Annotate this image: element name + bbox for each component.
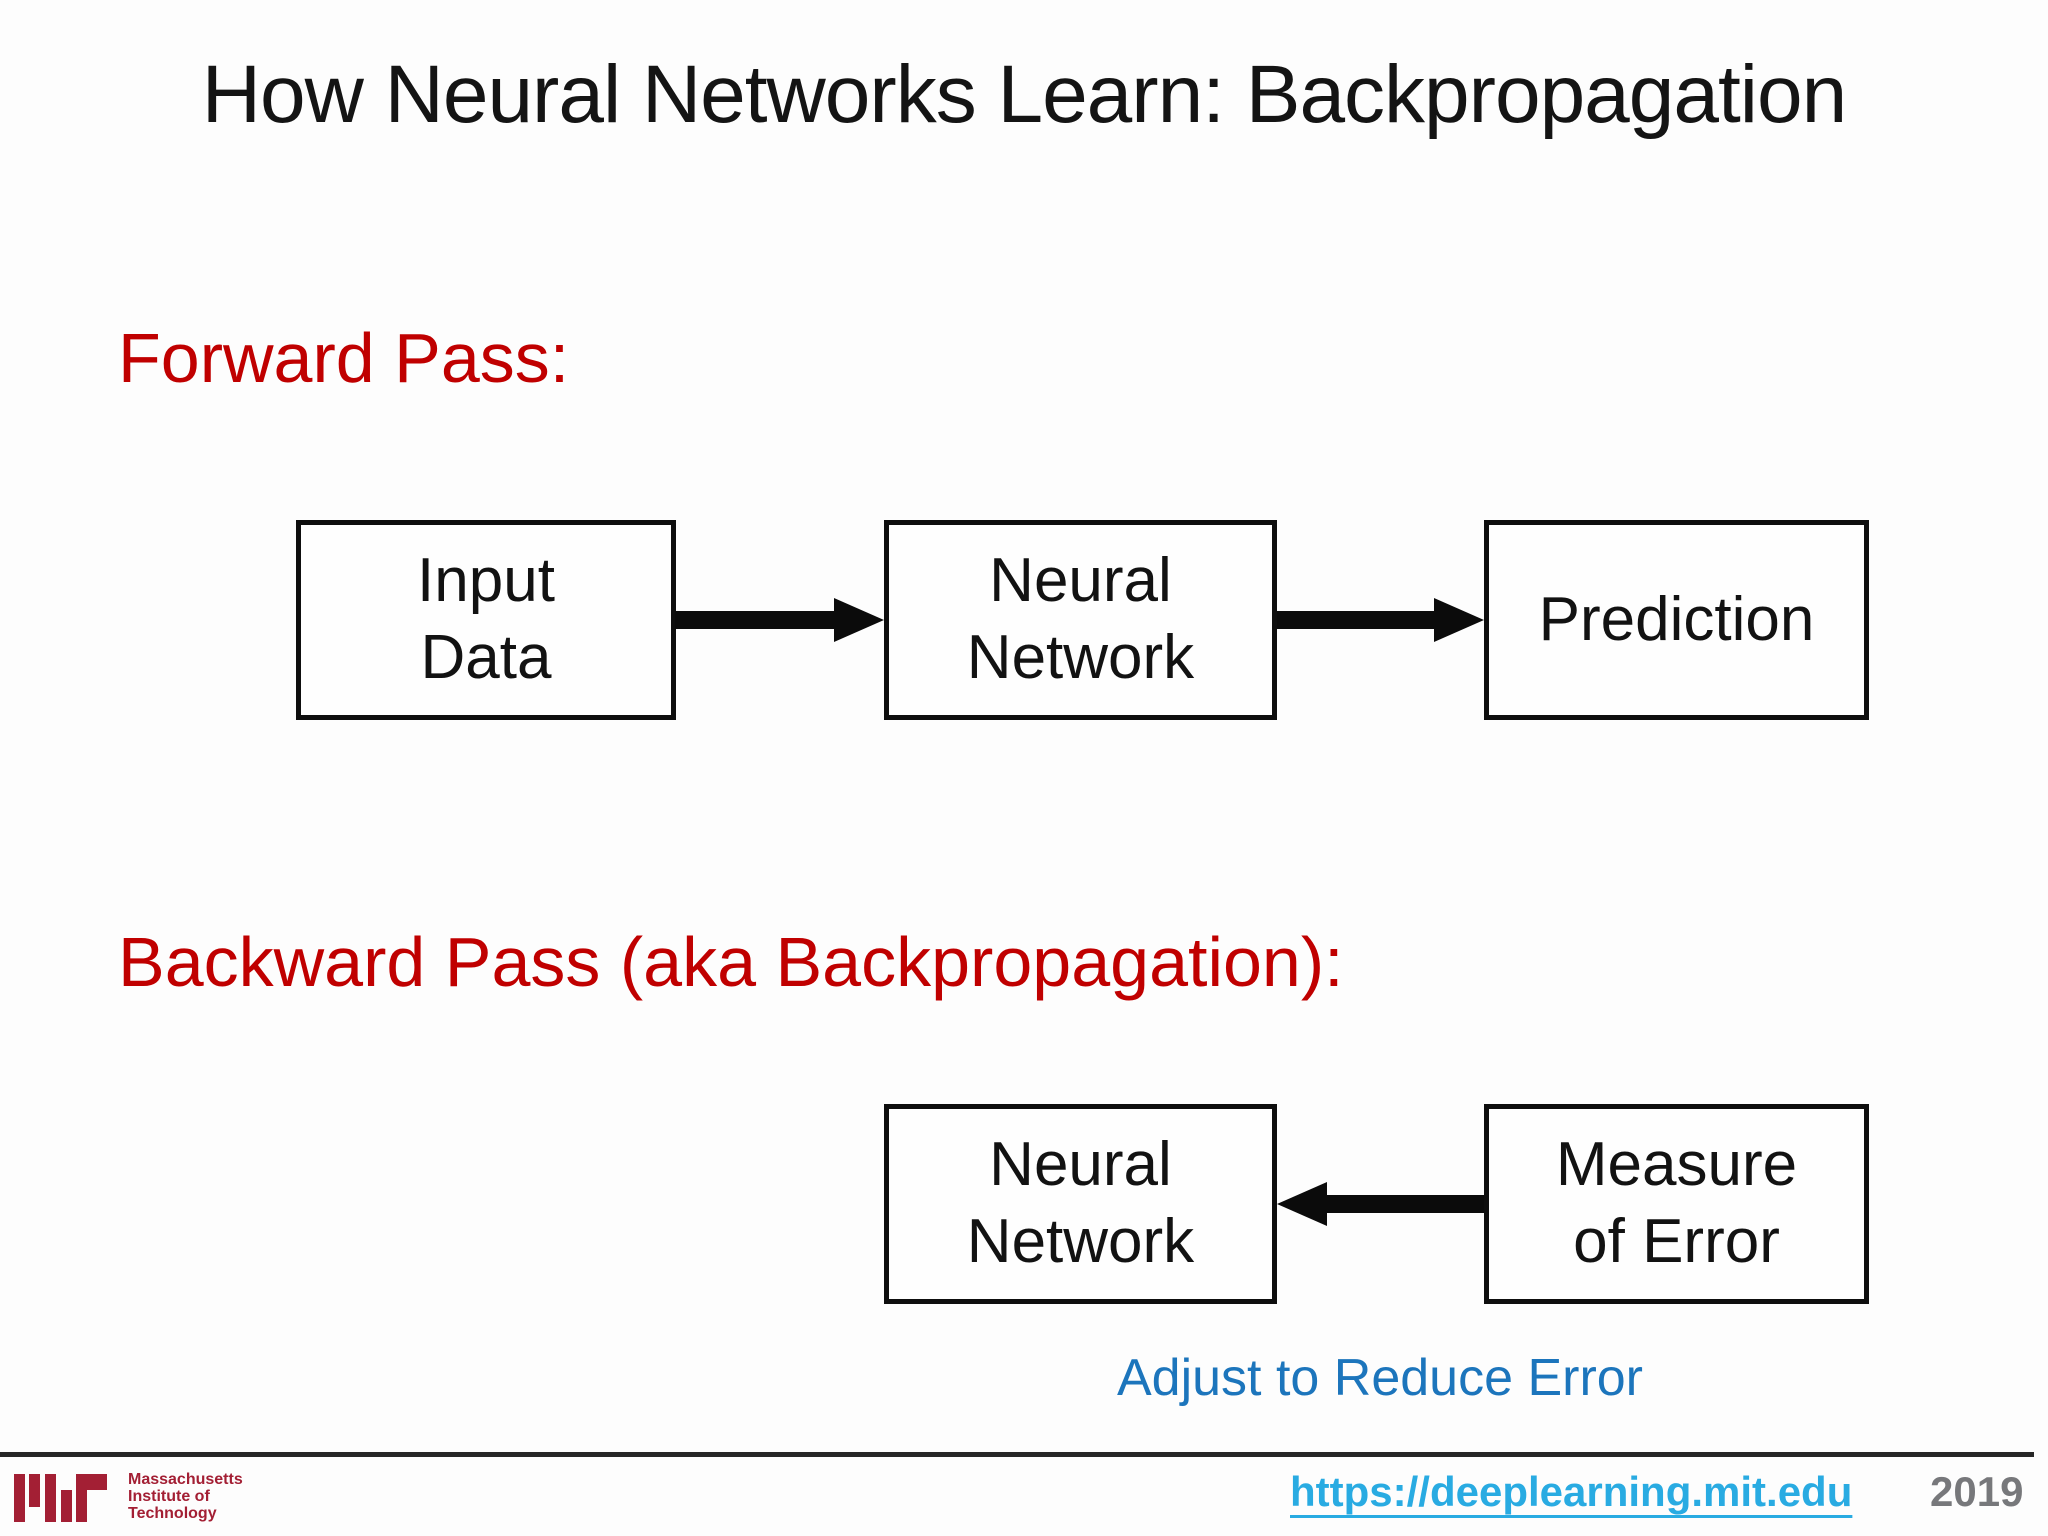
arrow-head — [1434, 598, 1484, 642]
institution-line: Technology — [128, 1505, 217, 1522]
mit-logo-bar — [29, 1474, 40, 1507]
year-label: 2019 — [1930, 1468, 2024, 1515]
adjust-to-reduce-error-caption: Adjust to Reduce Error — [1116, 1349, 1644, 1407]
arrow-head — [834, 598, 884, 642]
forward-pass-heading: Forward Pass: — [118, 319, 570, 397]
backward-pass-heading: Backward Pass (aka Backpropagation): — [118, 923, 1344, 1001]
flow-box-prediction: Prediction — [1484, 520, 1869, 720]
mit-logo-bar — [45, 1474, 56, 1522]
arrow-shaft — [675, 611, 837, 629]
mit-logo-bar — [61, 1490, 72, 1522]
slide-title: How Neural Networks Learn: Backpropagati… — [201, 49, 1847, 140]
mit-logo-bar — [76, 1474, 87, 1522]
institution-line: Institute of — [128, 1488, 210, 1505]
arrow-left-icon — [1277, 1182, 1484, 1226]
arrow-shaft — [1277, 611, 1437, 629]
arrow-right-icon — [1277, 598, 1484, 642]
mit-logo-bar — [76, 1474, 107, 1490]
arrow-head — [1277, 1182, 1327, 1226]
flow-box-measure-of-error: Measure of Error — [1484, 1104, 1869, 1304]
institution-line: Massachusetts — [128, 1471, 243, 1488]
footer-divider — [0, 1452, 2034, 1457]
deeplearning-link[interactable]: https://deeplearning.mit.edu — [1290, 1468, 1853, 1515]
mit-logo-bar — [14, 1474, 25, 1522]
mit-logo — [14, 1474, 107, 1522]
flow-box-neural-network-backward: Neural Network — [884, 1104, 1277, 1304]
flow-box-neural-network-forward: Neural Network — [884, 520, 1277, 720]
arrow-shaft — [1325, 1195, 1484, 1213]
arrow-right-icon — [675, 598, 884, 642]
mit-institution-text: Massachusetts Institute of Technology — [128, 1471, 243, 1522]
flow-box-input-data: Input Data — [296, 520, 676, 720]
